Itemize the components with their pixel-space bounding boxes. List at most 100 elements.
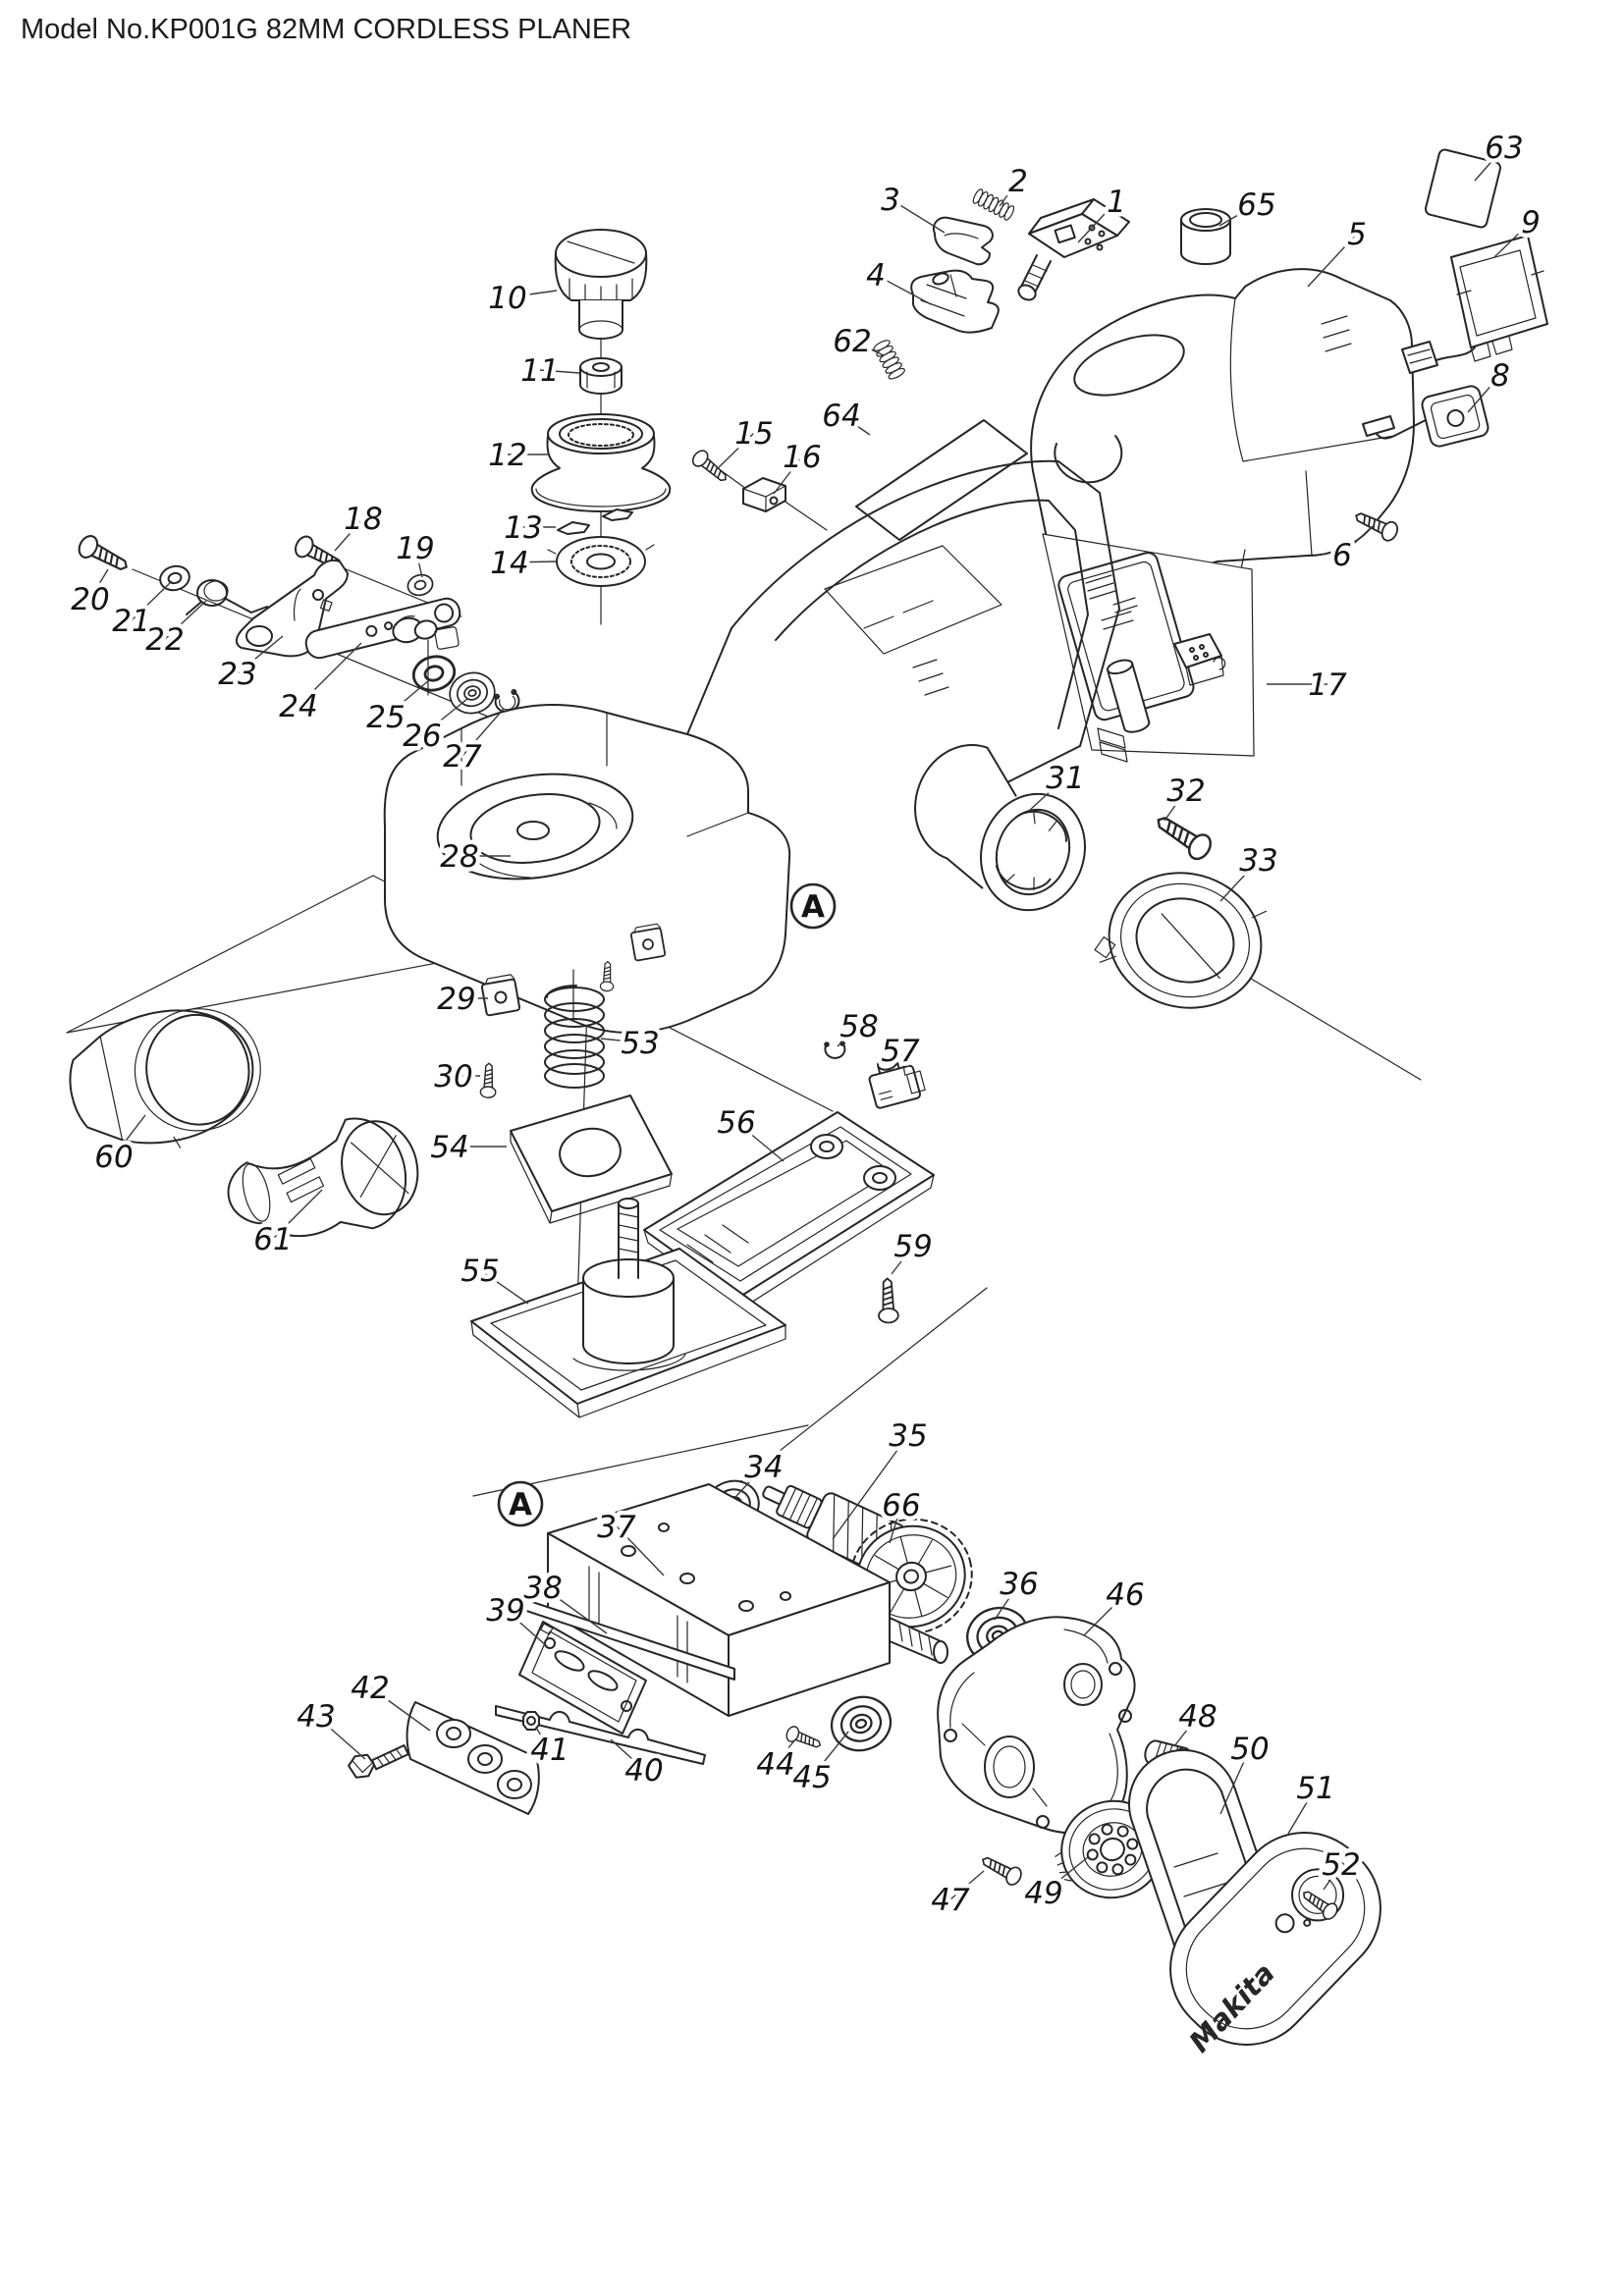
part-25-leader-line bbox=[385, 679, 430, 718]
part-55-leader-line bbox=[479, 1269, 529, 1305]
part-40-leader-line bbox=[610, 1738, 645, 1771]
part-label-55: 55 bbox=[460, 1254, 499, 1289]
part-label-35: 35 bbox=[889, 1418, 927, 1454]
part-43-art bbox=[348, 1744, 409, 1779]
part-46-art bbox=[937, 1616, 1136, 1835]
part-16-leader-line bbox=[773, 455, 803, 495]
part-label-13: 13 bbox=[504, 510, 542, 546]
part-label-56: 56 bbox=[717, 1105, 755, 1141]
part-label-3: 3 bbox=[881, 183, 900, 218]
part-47-art bbox=[977, 1850, 1025, 1889]
part-49-leader-line bbox=[1043, 1856, 1089, 1894]
part-46-leader-line bbox=[1083, 1593, 1126, 1636]
part-12-art bbox=[530, 413, 672, 512]
part-59-art bbox=[876, 1277, 899, 1324]
part-31-art bbox=[914, 743, 1086, 912]
part-label-51: 51 bbox=[1296, 1771, 1334, 1806]
part-label-32: 32 bbox=[1166, 774, 1205, 809]
part-22-spring-art bbox=[186, 579, 268, 615]
part-label-66: 66 bbox=[882, 1488, 920, 1523]
part-label-57: 57 bbox=[881, 1034, 920, 1069]
section-marker-label-A-0: A bbox=[801, 889, 825, 925]
part-23-leader-line bbox=[237, 635, 284, 674]
part-35-leader-line bbox=[832, 1434, 909, 1540]
part-13-art bbox=[557, 508, 633, 535]
part-32-leader-line bbox=[1164, 789, 1187, 822]
section-marker-circle-A-0 bbox=[789, 882, 837, 930]
part-24-art bbox=[304, 597, 461, 660]
part-label-65: 65 bbox=[1237, 187, 1275, 223]
part-5-art bbox=[1030, 268, 1415, 608]
part-label-53: 53 bbox=[621, 1026, 659, 1061]
part-63-leader-line bbox=[1474, 146, 1505, 182]
part-label-12: 12 bbox=[488, 438, 526, 473]
part-label-25: 25 bbox=[366, 700, 405, 735]
part-41-leader-line bbox=[535, 1727, 551, 1750]
part-17-art bbox=[1042, 533, 1255, 763]
part-62-art bbox=[873, 340, 905, 380]
part-label-34: 34 bbox=[744, 1450, 783, 1485]
part-24-leader-line bbox=[298, 642, 362, 707]
part-60-art bbox=[69, 1008, 261, 1148]
part-43-leader-line bbox=[315, 1715, 366, 1760]
part-52-leader-line bbox=[1323, 1863, 1342, 1891]
part-label-48: 48 bbox=[1178, 1699, 1217, 1735]
part-19-art bbox=[405, 570, 436, 600]
part-label-43: 43 bbox=[297, 1699, 335, 1735]
part-9-art bbox=[1401, 235, 1548, 374]
part-10-art bbox=[554, 229, 648, 340]
part-label-24: 24 bbox=[279, 689, 317, 724]
part-21-art bbox=[156, 561, 193, 595]
part-37-art bbox=[547, 1483, 948, 1717]
part-3-leader-line bbox=[890, 198, 946, 234]
part-42-leader-line bbox=[369, 1686, 431, 1732]
part-label-15: 15 bbox=[734, 416, 773, 452]
part-label-47: 47 bbox=[931, 1883, 970, 1918]
part-label-46: 46 bbox=[1106, 1577, 1144, 1613]
part-label-1: 1 bbox=[1107, 185, 1126, 220]
part-33-leader-line bbox=[1219, 859, 1260, 902]
part-4-art bbox=[910, 269, 1000, 334]
part-label-20: 20 bbox=[71, 582, 109, 617]
part-41-art bbox=[522, 1711, 540, 1731]
part-label-41: 41 bbox=[530, 1733, 568, 1768]
part-label-14: 14 bbox=[490, 546, 528, 581]
part-label-62: 62 bbox=[833, 324, 871, 359]
part-label-38: 38 bbox=[523, 1571, 562, 1606]
part-62-leader-line bbox=[851, 340, 885, 356]
part-26-leader-line bbox=[421, 698, 468, 736]
part-32-art bbox=[1150, 807, 1217, 865]
part-label-27: 27 bbox=[443, 739, 482, 774]
part-14-leader-line bbox=[509, 561, 558, 563]
part-61-art bbox=[227, 1117, 419, 1238]
part-label-40: 40 bbox=[624, 1753, 663, 1789]
part-16-art bbox=[742, 477, 786, 512]
part-label-8: 8 bbox=[1490, 358, 1510, 394]
part-label-58: 58 bbox=[839, 1009, 878, 1044]
part-64-leader-line bbox=[840, 414, 871, 436]
main-body-handle-art bbox=[686, 459, 1120, 786]
part-21-leader-line bbox=[131, 580, 173, 621]
part-6-leader-line bbox=[1341, 525, 1374, 556]
part-38-leader-line bbox=[542, 1586, 608, 1634]
part-39-leader-line bbox=[505, 1609, 549, 1648]
part-label-60: 60 bbox=[94, 1140, 133, 1175]
part-11-leader-line bbox=[539, 369, 580, 374]
part-38-blade-art bbox=[514, 1595, 735, 1681]
part-label-18: 18 bbox=[344, 502, 382, 537]
part-label-42: 42 bbox=[351, 1671, 389, 1706]
part-label-54: 54 bbox=[430, 1130, 468, 1165]
part-label-59: 59 bbox=[893, 1229, 932, 1264]
part-23-art bbox=[236, 560, 349, 658]
part-64-label-sheet-art bbox=[855, 419, 1028, 541]
part-11-art bbox=[579, 357, 623, 395]
part-label-33: 33 bbox=[1239, 843, 1277, 879]
part-label-64: 64 bbox=[822, 399, 860, 434]
part-58-leader-line bbox=[837, 1025, 860, 1047]
part-45-leader-line bbox=[811, 1731, 849, 1778]
part-label-9: 9 bbox=[1521, 205, 1541, 240]
part-28-art bbox=[383, 626, 791, 1034]
part-57-art bbox=[868, 1055, 926, 1109]
part-33-art bbox=[1094, 872, 1268, 1009]
